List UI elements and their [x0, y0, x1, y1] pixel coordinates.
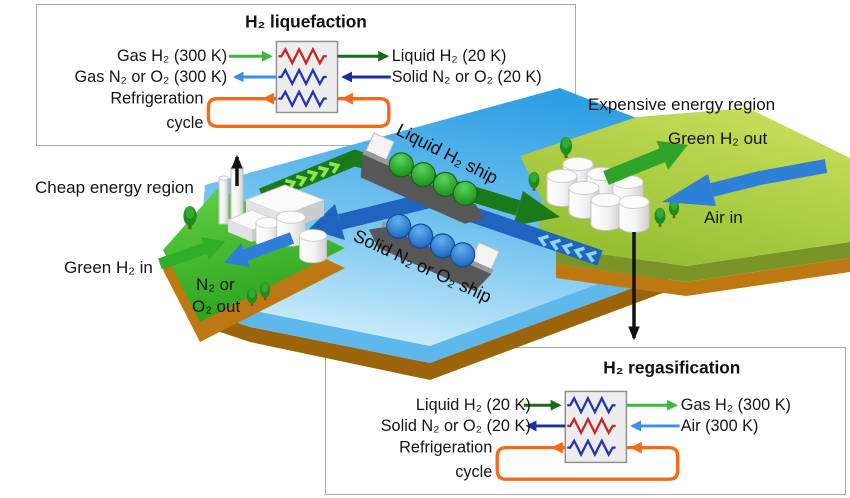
refrigeration-label-line1: Refrigeration: [399, 439, 492, 457]
exchanger-coil-air: [567, 416, 616, 436]
liquid-h2-out-label: Liquid H₂ (20 K): [392, 47, 507, 65]
cheap-region-label: Cheap energy region: [35, 178, 194, 197]
refrigeration-label-line2: cycle: [455, 463, 492, 481]
expensive-region-label: Expensive energy region: [588, 95, 775, 114]
gas-n2-o2-out-label: Gas N₂ or O₂ (300 K): [75, 68, 228, 86]
exchanger-coil-h2: [567, 395, 616, 415]
refrigeration-label-line1: Refrigeration: [110, 90, 203, 108]
liquid-h2-tanks: [388, 152, 478, 206]
n2-o2-out-label-line1: N₂ or: [196, 275, 235, 294]
exchanger-coil-refrigerant: [567, 438, 616, 458]
solid-n2-o2-out-label: Solid N₂ or O₂ (20 K): [381, 417, 531, 435]
sea-side-face: [196, 258, 668, 363]
green-h2-in-label: Green H₂ in: [64, 258, 153, 277]
liquefaction-callout-box: H₂ liquefaction Gas H₂ (300 K) Liquid H₂…: [36, 4, 576, 146]
expensive-land-side: [556, 242, 850, 282]
liquid-h2-in-label: Liquid H₂ (20 K): [416, 396, 531, 414]
exchanger-coil-hot: [278, 46, 327, 66]
expensive-land-soil: [556, 258, 850, 296]
air-in-arrow: [662, 159, 828, 206]
gas-h2-in-label: Gas H₂ (300 K): [117, 47, 227, 65]
refrigeration-label-line2: cycle: [166, 114, 203, 132]
liquid-h2-ship: [360, 132, 485, 224]
n2-o2-out-label-line2: O₂ out: [192, 297, 240, 316]
green-lane-arrowhead: [513, 191, 560, 226]
liquefaction-title: H₂ liquefaction: [245, 12, 367, 32]
solid-n2-o2-tanks: [386, 213, 476, 268]
exchanger-coil-refrigerant: [278, 89, 327, 109]
green-h2-out-label: Green H₂ out: [668, 129, 767, 148]
air-in-label: Air (300 K): [681, 417, 759, 435]
exchanger-coil-cold: [278, 67, 327, 87]
sea-base-face: [196, 275, 668, 380]
chimney: [218, 177, 229, 225]
refrigeration-loop: [495, 445, 680, 481]
air-in-label: Air in: [704, 208, 743, 227]
liquefaction-plant: [218, 165, 327, 264]
refrigeration-loop: [206, 96, 391, 128]
ship-hull: [368, 226, 492, 291]
solid-n2-o2-in-label: Solid N₂ or O₂ (20 K): [392, 68, 542, 86]
gas-h2-out-label: Gas H₂ (300 K): [681, 396, 791, 414]
regasification-title: H₂ regasification: [603, 358, 740, 378]
solid-n2-o2-ship: [368, 213, 500, 291]
